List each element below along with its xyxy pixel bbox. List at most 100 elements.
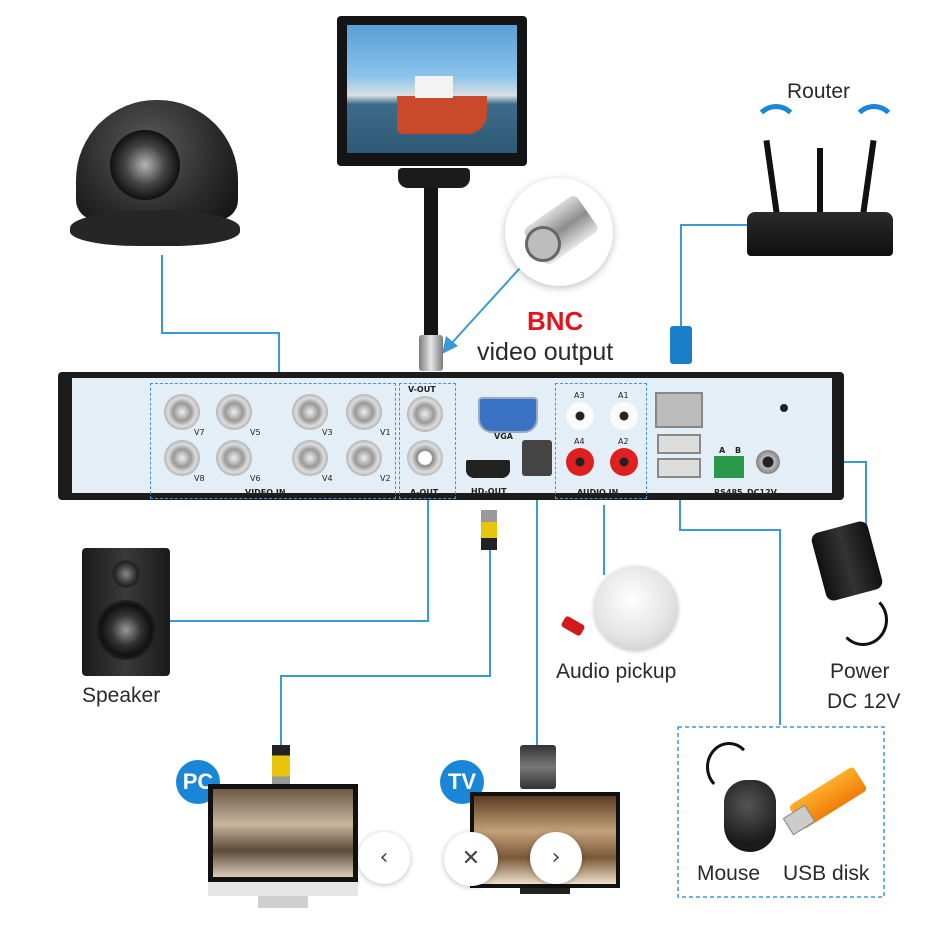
v-out-port bbox=[407, 396, 443, 432]
vga-port bbox=[478, 397, 538, 433]
video-output-label: video output bbox=[477, 338, 614, 366]
monitor-ship bbox=[397, 96, 487, 134]
monitor-ship-cabin bbox=[415, 76, 453, 98]
audio-in-channel-label: A1 bbox=[618, 391, 629, 400]
mouse bbox=[724, 780, 776, 852]
rs485-terminal bbox=[714, 456, 744, 478]
bnc-arrow-line bbox=[449, 267, 521, 346]
tv-stand bbox=[520, 888, 570, 894]
monitor-stand bbox=[398, 168, 470, 188]
next-button[interactable]: › bbox=[530, 832, 582, 884]
audio-in-group bbox=[555, 383, 647, 499]
audio-in-port bbox=[610, 448, 638, 476]
power-label-line1: Power bbox=[830, 660, 890, 683]
video-in-channel-label: V6 bbox=[250, 474, 261, 483]
pc-monitor bbox=[208, 784, 358, 882]
vga-cable-plug bbox=[522, 440, 552, 476]
audio-in-port bbox=[610, 402, 638, 430]
usb-disk-label: USB disk bbox=[783, 862, 870, 885]
network-cable-plug bbox=[670, 326, 692, 364]
dc12v-label: DC12V bbox=[747, 488, 777, 497]
usb-port-1 bbox=[657, 434, 701, 454]
video-in-channel-label: V4 bbox=[322, 474, 333, 483]
dvr-panel bbox=[72, 378, 832, 493]
monitor-bnc-plug bbox=[419, 335, 443, 371]
vout-aout-group bbox=[399, 383, 456, 499]
a-out-label: A-OUT bbox=[410, 488, 439, 497]
video-in-label: VIDEO IN bbox=[245, 488, 286, 497]
video-in-port bbox=[346, 394, 382, 430]
audio-in-channel-label: A2 bbox=[618, 437, 629, 446]
router-antenna-1 bbox=[763, 139, 781, 221]
lan-port bbox=[655, 392, 703, 428]
hdmi-pc-plug bbox=[272, 745, 290, 787]
audio-in-label: AUDIO IN bbox=[577, 488, 619, 497]
video-in-channel-label: V5 bbox=[250, 428, 261, 437]
bnc-arrow-head bbox=[442, 336, 458, 354]
speaker-line bbox=[170, 500, 429, 622]
speaker bbox=[82, 548, 170, 676]
router-label: Router bbox=[787, 80, 851, 103]
speaker-tweeter-icon bbox=[112, 560, 140, 588]
router-antenna-2 bbox=[817, 148, 823, 220]
router-antenna-3 bbox=[859, 139, 877, 221]
bnc-label: BNC bbox=[527, 306, 584, 336]
a-out-port bbox=[407, 440, 443, 476]
video-in-port bbox=[292, 440, 328, 476]
bnc-connector-bubble bbox=[505, 178, 613, 286]
router-body bbox=[747, 212, 893, 256]
camera-lens-icon bbox=[110, 130, 180, 200]
usb-devices-box bbox=[677, 726, 885, 898]
pc-screen bbox=[213, 789, 353, 877]
router bbox=[745, 100, 897, 265]
hd-out-label: HD-OUT bbox=[471, 487, 507, 496]
hdmi-cable-plug bbox=[481, 510, 497, 550]
usb-port-2 bbox=[657, 458, 701, 478]
audio-pickup bbox=[594, 566, 678, 650]
power-label-line2: DC 12V bbox=[827, 690, 901, 713]
prev-button[interactable]: ‹ bbox=[358, 832, 410, 884]
speaker-label: Speaker bbox=[82, 684, 161, 707]
mouse-cable bbox=[706, 742, 752, 792]
video-in-port bbox=[216, 440, 252, 476]
dome-camera bbox=[70, 100, 240, 250]
video-in-port bbox=[164, 440, 200, 476]
wifi-icon-right bbox=[851, 104, 897, 150]
video-in-channel-label: V8 bbox=[194, 474, 205, 483]
a-label: A bbox=[719, 446, 726, 455]
audio-in-channel-label: A3 bbox=[574, 391, 585, 400]
monitor-cable bbox=[424, 188, 438, 343]
v-out-label: V-OUT bbox=[408, 385, 436, 394]
audio-in-channel-label: A4 bbox=[574, 437, 585, 446]
video-in-port bbox=[346, 440, 382, 476]
video-in-port bbox=[292, 394, 328, 430]
bnc-connector-face bbox=[525, 226, 561, 262]
video-in-group bbox=[150, 383, 396, 499]
hdmi-port bbox=[466, 460, 510, 478]
usb-line bbox=[679, 470, 781, 725]
wifi-icon-left bbox=[753, 104, 799, 150]
pc-monitor-stand bbox=[258, 896, 308, 908]
video-in-port bbox=[216, 394, 252, 430]
power-cable bbox=[838, 594, 888, 646]
video-in-channel-label: V3 bbox=[322, 428, 333, 437]
router-line bbox=[680, 224, 779, 330]
video-in-channel-label: V2 bbox=[380, 474, 391, 483]
audio-in-port bbox=[566, 448, 594, 476]
audio-in-port bbox=[566, 402, 594, 430]
dc-port bbox=[756, 450, 780, 474]
monitor bbox=[337, 16, 527, 176]
mouse-label: Mouse bbox=[697, 862, 761, 885]
speaker-woofer-icon bbox=[96, 600, 156, 660]
video-in-channel-label: V1 bbox=[380, 428, 391, 437]
video-in-channel-label: V7 bbox=[194, 428, 205, 437]
ground-icon bbox=[780, 404, 788, 412]
rs485-label: RS485 bbox=[714, 488, 743, 497]
pc-monitor-chin bbox=[208, 882, 358, 896]
camera-line bbox=[161, 255, 280, 385]
b-label: B bbox=[735, 446, 742, 455]
close-button[interactable]: ✕ bbox=[444, 832, 498, 886]
camera-base bbox=[70, 210, 240, 246]
video-in-port bbox=[164, 394, 200, 430]
